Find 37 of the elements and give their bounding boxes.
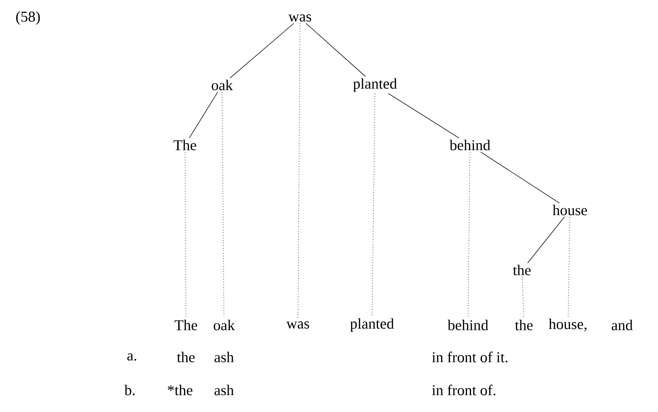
word: The — [174, 140, 196, 150]
gloss-text: in front of it. — [432, 352, 508, 362]
word: oak — [212, 80, 233, 90]
word: house, — [548, 318, 586, 332]
gloss-text: ash — [214, 352, 234, 362]
dotted-line — [522, 276, 524, 318]
word: behind — [448, 320, 488, 330]
example-number: (58) — [16, 11, 40, 25]
word: The — [174, 320, 198, 330]
word: house — [552, 204, 587, 216]
word: was — [288, 14, 312, 22]
dotted-line — [184, 152, 186, 318]
word: planted — [353, 78, 397, 92]
dotted-line — [298, 23, 300, 320]
tree-line — [189, 92, 218, 138]
gloss-text: a. — [127, 353, 136, 361]
word: planted — [350, 318, 394, 332]
gloss-text: ash — [214, 384, 234, 396]
tree-line — [388, 93, 460, 138]
tree-line — [527, 216, 565, 264]
dotted-line — [222, 92, 224, 318]
gloss-text: in front of. — [432, 384, 496, 396]
dotted-line — [468, 152, 470, 318]
gloss-text: the — [176, 352, 195, 362]
word: the — [514, 320, 533, 330]
tree-line — [306, 23, 366, 77]
gloss-text: and — [612, 320, 633, 330]
gloss-text: b. — [124, 384, 135, 396]
tree-line — [480, 152, 560, 204]
word: behind — [450, 140, 490, 150]
word: was — [286, 321, 310, 329]
dotted-line — [372, 93, 376, 317]
word: oak — [214, 320, 235, 330]
dotted-line — [568, 216, 570, 318]
gloss-text: *the — [168, 384, 192, 396]
word: the — [512, 264, 531, 276]
tree-line — [230, 23, 294, 78]
